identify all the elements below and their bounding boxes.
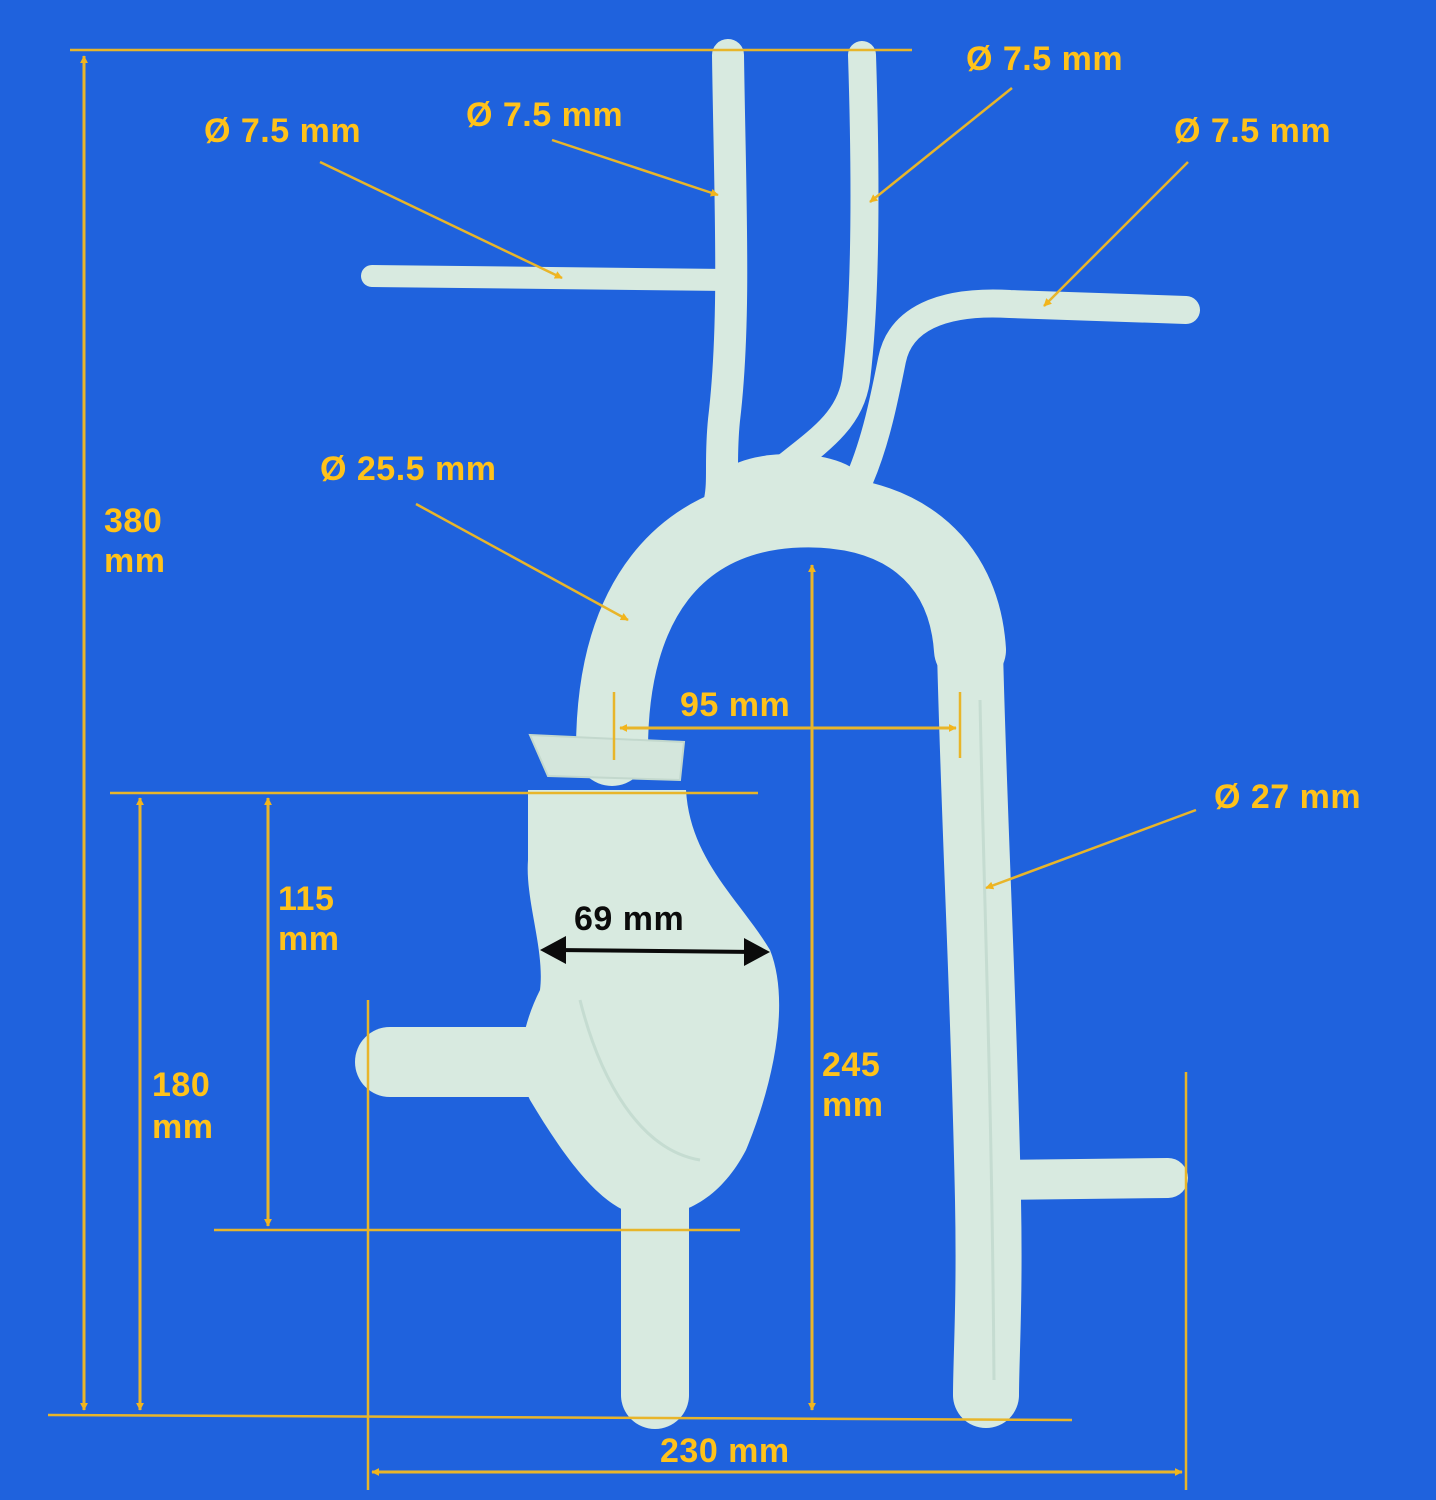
vessel-left-horizontal-branch (361, 265, 739, 291)
label-arch-height-unit: mm (822, 1086, 883, 1124)
leader-branch-right (1043, 161, 1189, 307)
label-total-height-value: 380 (104, 502, 162, 540)
vessel-connector-ring (528, 733, 686, 782)
label-ascending-height-unit: mm (152, 1108, 213, 1146)
vessel-arch-junction (718, 454, 862, 510)
leader-branch-left (319, 160, 563, 280)
label-aneurysm-height-value: 115 (278, 880, 334, 918)
leader-descending (985, 808, 1197, 890)
vessel-shading (578, 699, 996, 1381)
label-arch-width: 95 mm (680, 686, 790, 724)
vessel-aortic-arch (576, 475, 1006, 786)
guide-bottom-line (47, 1413, 1073, 1422)
vessel-descending-aorta (937, 617, 1022, 1428)
label-aneurysm-width: 69 mm (574, 900, 684, 938)
vessel-right-curved-branch (846, 289, 1200, 492)
vessel-aneurysm-body (521, 790, 780, 1216)
vessel-middle-vertical-branch (768, 41, 879, 484)
leader-arch (415, 502, 629, 622)
label-total-width: 230 mm (660, 1432, 790, 1470)
label-branch-top-right-diameter: Ø 7.5 mm (966, 40, 1123, 78)
leader-branch-top-right (869, 87, 1013, 203)
vessel-descending-side-branch (980, 1158, 1188, 1200)
label-total-height-unit: mm (104, 542, 165, 580)
label-arch-diameter: Ø 25.5 mm (320, 450, 496, 488)
aneurysm-width-arrow (540, 936, 770, 966)
dimension-labels: Ø 7.5 mm Ø 7.5 mm Ø 7.5 mm Ø 7.5 mm Ø 25… (104, 40, 1361, 1470)
vessel-left-vertical-branch (704, 39, 748, 516)
label-descending-diameter: Ø 27 mm (1214, 778, 1361, 816)
label-aneurysm-height-unit: mm (278, 920, 339, 958)
label-arch-height-value: 245 (822, 1046, 880, 1084)
leader-branch-mid (551, 138, 719, 197)
label-ascending-height-value: 180 (152, 1066, 210, 1104)
label-branch-right-diameter: Ø 7.5 mm (1174, 112, 1331, 150)
label-branch-mid-diameter: Ø 7.5 mm (466, 96, 623, 134)
label-branch-left-diameter: Ø 7.5 mm (204, 112, 361, 150)
vessel-model (355, 39, 1200, 1429)
dimension-lines (47, 48, 1197, 1490)
